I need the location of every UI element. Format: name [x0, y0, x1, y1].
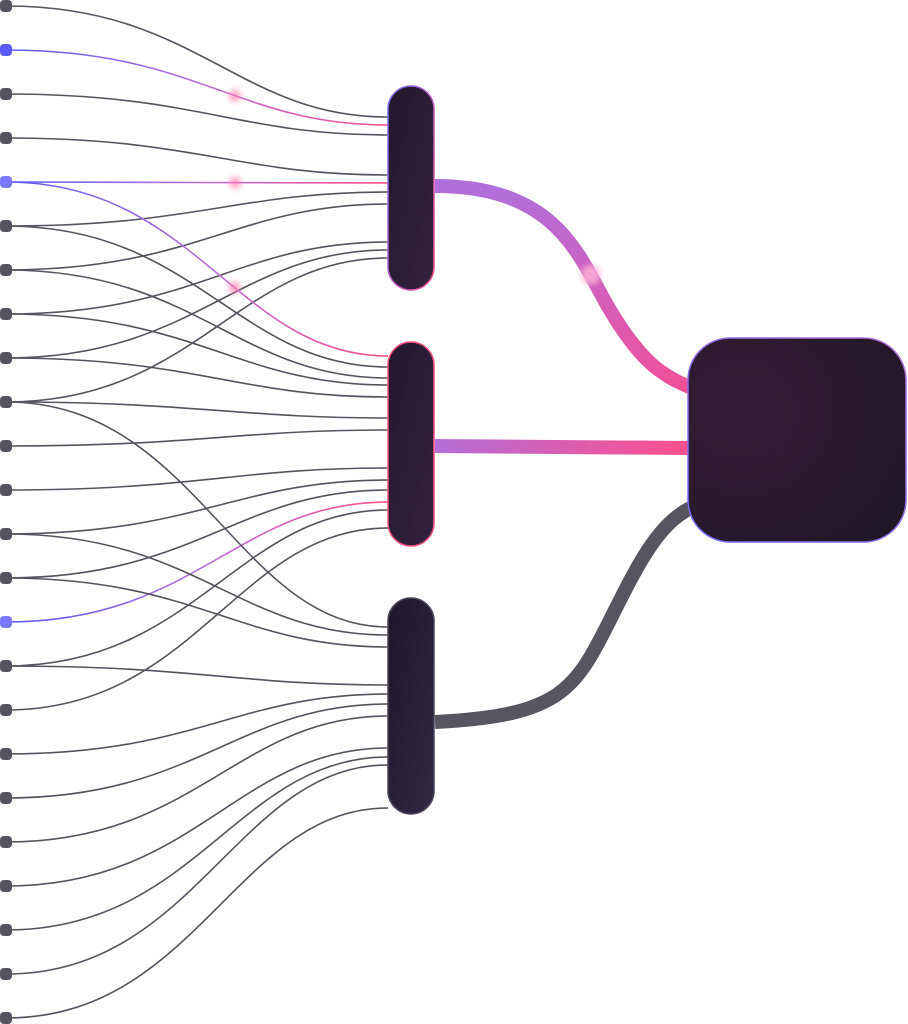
source-node[interactable] [0, 484, 12, 496]
hub-1[interactable] [387, 85, 435, 291]
link [5, 527, 389, 711]
highlighted-link [5, 181, 389, 184]
highlighted-link [5, 501, 389, 623]
source-node[interactable] [0, 308, 12, 320]
hub-2[interactable] [387, 341, 435, 547]
hub-nodes [387, 85, 435, 815]
output-link [434, 439, 693, 455]
source-node[interactable] [0, 264, 12, 276]
pulse-glow [228, 281, 241, 294]
link [5, 257, 389, 403]
link [5, 401, 389, 419]
link [5, 665, 389, 686]
source-node[interactable] [0, 220, 12, 232]
link [5, 249, 389, 359]
source-node[interactable] [0, 968, 12, 980]
link [5, 509, 389, 667]
highlighted-link [5, 181, 389, 357]
source-node[interactable] [0, 572, 12, 584]
source-node[interactable] [0, 396, 12, 408]
source-node[interactable] [0, 704, 12, 716]
source-node[interactable] [0, 660, 12, 672]
destination-node[interactable] [687, 337, 907, 543]
source-node[interactable] [0, 924, 12, 936]
link [5, 756, 389, 931]
source-node[interactable] [0, 836, 12, 848]
source-node[interactable] [0, 132, 12, 144]
link [5, 241, 389, 315]
link [5, 191, 389, 227]
source-node[interactable] [0, 176, 12, 188]
link [5, 533, 389, 636]
source-node[interactable] [0, 44, 12, 56]
link [5, 137, 389, 176]
source-node[interactable] [0, 352, 12, 364]
link [5, 479, 389, 535]
link [5, 747, 389, 887]
link [5, 807, 389, 1019]
output-link [434, 498, 700, 729]
link [5, 577, 389, 648]
source-nodes [0, 0, 12, 1024]
link [5, 693, 389, 755]
source-node[interactable] [0, 528, 12, 540]
pulse-glow [229, 176, 242, 189]
source-node[interactable] [0, 440, 12, 452]
link [5, 489, 389, 579]
source-node[interactable] [0, 748, 12, 760]
source-node[interactable] [0, 616, 12, 628]
link [5, 357, 389, 398]
link [5, 313, 389, 386]
source-node[interactable] [0, 880, 12, 892]
link [5, 93, 389, 136]
link [5, 225, 389, 368]
link [5, 715, 389, 843]
link [5, 764, 389, 975]
highlighted-link [5, 49, 389, 126]
output-link [434, 179, 695, 395]
source-node[interactable] [0, 792, 12, 804]
link [5, 703, 389, 799]
source-node[interactable] [0, 88, 12, 100]
source-node[interactable] [0, 0, 12, 12]
hub-3[interactable] [387, 597, 435, 815]
link [5, 467, 389, 491]
link [5, 429, 389, 447]
input-links [5, 5, 389, 1019]
source-node[interactable] [0, 1012, 12, 1024]
link [5, 203, 389, 271]
link [5, 5, 389, 118]
output-links [434, 179, 700, 729]
link [5, 269, 389, 379]
pulse-glow [580, 264, 601, 285]
pulse-glow [228, 89, 241, 102]
link [5, 401, 389, 628]
